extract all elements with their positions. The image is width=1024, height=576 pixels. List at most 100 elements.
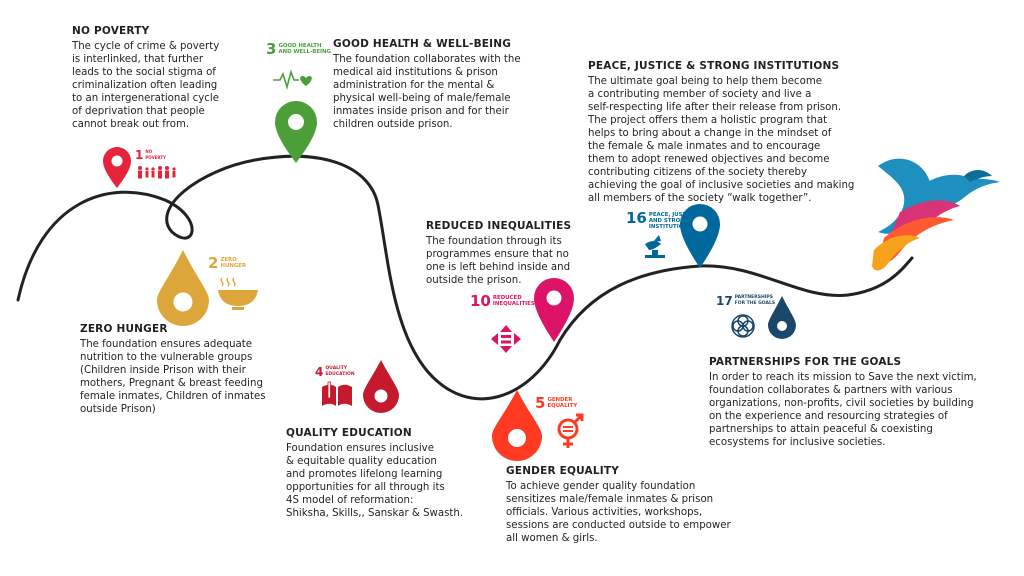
- text-line: Foundation ensures inclusive: [286, 443, 434, 454]
- sdg-number: 10: [470, 292, 491, 310]
- section-no-poverty: NO POVERTY The cycle of crime & poverty …: [72, 25, 262, 131]
- text-line: The foundation through its: [426, 236, 562, 247]
- text-line: The cycle of crime & poverty: [72, 41, 220, 52]
- pin-reduced-inequalities: [534, 278, 574, 342]
- text-line: The foundation collaborates with the: [333, 54, 521, 65]
- text-line: ecosystems for inclusive societies.: [709, 437, 886, 448]
- text-line: The ultimate goal being to help them bec…: [588, 76, 823, 87]
- section-partnerships: PARTNERSHIPS FOR THE GOALS In order to r…: [709, 356, 1009, 449]
- text-line: criminalization often leading: [72, 80, 218, 91]
- text-line: programmes ensure that no: [426, 249, 569, 260]
- section-text: The foundation through its programmes en…: [426, 235, 596, 287]
- text-line: officials. Various activities, workshops…: [506, 507, 703, 518]
- section-title: GOOD HEALTH & WELL-BEING: [333, 38, 512, 50]
- section-text: The foundation ensures adequate nutritio…: [80, 338, 280, 416]
- text-line: the female & male inmates and to encoura…: [588, 141, 821, 152]
- section-title: GENDER EQUALITY: [506, 465, 619, 477]
- section-good-health: GOOD HEALTH & WELL-BEING The foundation …: [333, 38, 563, 131]
- sdg-number: 2: [208, 254, 219, 272]
- journey-path: [16, 154, 914, 401]
- sdg-number: 17: [716, 294, 733, 308]
- text-line: sensitizes male/female inmates & prison: [506, 494, 714, 505]
- section-peace-justice: PEACE, JUSTICE & STRONG INSTITUTIONS The…: [588, 60, 888, 205]
- text-line: physical well-being of male/female: [333, 93, 511, 104]
- rings-icon: [731, 314, 755, 338]
- pin-no-poverty: [103, 147, 131, 188]
- sdg-label: NO POVERTY: [145, 149, 166, 160]
- section-text: The foundation collaborates with the med…: [333, 53, 563, 131]
- text-line: all women & girls.: [506, 533, 598, 544]
- section-title: PARTNERSHIPS FOR THE GOALS: [709, 356, 902, 368]
- pin-zero-hunger: [157, 250, 209, 326]
- text-line: children outside prison.: [333, 119, 453, 130]
- text-line: Shiksha, Skills,, Sanskar & Swasth.: [286, 508, 464, 519]
- pin-good-health: [275, 101, 317, 163]
- text-line: and promotes lifelong learning: [286, 469, 443, 480]
- equality-arrows-icon: [491, 325, 521, 353]
- text-line: nutrition to the vulnerable groups: [80, 352, 253, 363]
- section-reduced-inequalities: REDUCED INEQUALITIES The foundation thro…: [426, 220, 596, 287]
- text-line: inmates inside prison and for their: [333, 106, 509, 117]
- text-line: The foundation ensures adequate: [80, 339, 253, 350]
- section-text: The ultimate goal being to help them bec…: [588, 75, 888, 205]
- text-line: administration for the mental &: [333, 80, 495, 91]
- section-text: To achieve gender quality foundation sen…: [506, 480, 746, 545]
- text-line: all members of the society “walk togethe…: [588, 193, 812, 204]
- sdg-number: 3: [266, 40, 277, 58]
- text-line: a contributing member of society and liv…: [588, 89, 812, 100]
- text-line: cannot break out from.: [72, 119, 190, 130]
- pin-gender-equality: [492, 390, 542, 461]
- text-line: The project offers them a holistic progr…: [588, 115, 828, 126]
- text-line: on the experience and resourcing strateg…: [709, 411, 948, 422]
- text-line: In order to reach its mission to Save th…: [709, 372, 977, 383]
- sdg-number: 1: [135, 148, 144, 162]
- text-line: & equitable quality education: [286, 456, 437, 467]
- section-gender-equality: GENDER EQUALITY To achieve gender qualit…: [506, 465, 746, 545]
- sdg-label: GOOD HEALTH AND WELL-BEING: [278, 43, 331, 55]
- sdg-label: PARTNERSHIPS FOR THE GOALS: [734, 295, 776, 306]
- section-title: NO POVERTY: [72, 25, 150, 37]
- section-zero-hunger: ZERO HUNGER The foundation ensures adequ…: [80, 323, 280, 416]
- bowl-icon: [218, 277, 258, 310]
- text-line: 4S model of reformation:: [286, 495, 414, 506]
- section-quality-education: QUALITY EDUCATION Foundation ensures inc…: [286, 427, 486, 520]
- heartbeat-icon: [273, 69, 312, 90]
- sdg-number: 5: [535, 394, 546, 412]
- text-line: outside Prison): [80, 404, 156, 415]
- sdg-label: QUALITY EDUCATION: [325, 366, 355, 377]
- section-title: ZERO HUNGER: [80, 323, 168, 335]
- sdg-label: ZERO HUNGER: [220, 257, 247, 269]
- text-line: foundation collaborates & partners with …: [709, 385, 953, 396]
- pin-partnerships: [768, 296, 796, 339]
- pin-quality-education: [363, 360, 399, 413]
- book-pencil-icon: [322, 381, 352, 406]
- text-line: self-respecting life after their release…: [588, 102, 842, 113]
- section-text: In order to reach its mission to Save th…: [709, 371, 1009, 449]
- section-title: REDUCED INEQUALITIES: [426, 220, 572, 232]
- text-line: to an intergenerational cycle: [72, 93, 220, 104]
- text-line: To achieve gender quality foundation: [506, 481, 696, 492]
- gender-symbol-icon: [557, 413, 584, 448]
- text-line: mothers, Pregnant & breast feeding: [80, 378, 263, 389]
- text-line: opportunities for all through its: [286, 482, 445, 493]
- section-title: PEACE, JUSTICE & STRONG INSTITUTIONS: [588, 60, 840, 72]
- text-line: achieving the goal of inclusive societie…: [588, 180, 855, 191]
- section-text: The cycle of crime & poverty is interlin…: [72, 40, 262, 131]
- text-line: female inmates, Children of inmates: [80, 391, 266, 402]
- text-line: sessions are conducted outside to empowe…: [506, 520, 731, 531]
- text-line: is interlinked, that further: [72, 54, 204, 65]
- text-line: them to adopt renewed objectives and bec…: [588, 154, 830, 165]
- dove-gavel-icon: [645, 235, 665, 258]
- text-line: (Children inside Prison with their: [80, 365, 246, 376]
- text-line: partnerships to attain peaceful & coexis…: [709, 424, 933, 435]
- text-line: helps to bring about a change in the min…: [588, 128, 832, 139]
